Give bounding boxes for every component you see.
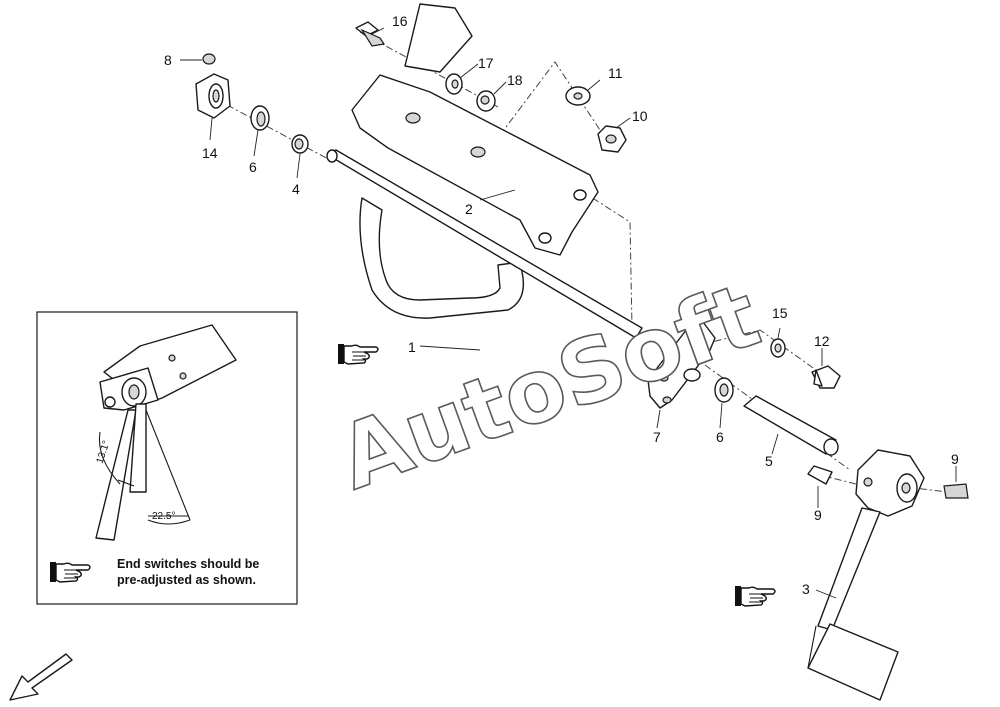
- part-pin-9-left: [807, 465, 833, 485]
- callout-6-left: 6: [249, 159, 257, 175]
- callout-8: 8: [164, 52, 172, 68]
- part-pedal-3: [807, 449, 925, 701]
- callout-10: 10: [632, 108, 648, 124]
- part-bushing-18: [476, 90, 496, 112]
- part-bushing-4: [291, 134, 309, 154]
- part-grease-nipple-8: [202, 53, 216, 65]
- part-pin-9-right: [943, 483, 969, 499]
- part-collar-14: [195, 73, 231, 119]
- callout-3: 3: [802, 581, 810, 597]
- part-plate-7: [647, 317, 716, 409]
- note-line-2: pre-adjusted as shown.: [117, 573, 256, 587]
- callout-4: 4: [292, 181, 300, 197]
- part-washer-6-right: [714, 377, 734, 403]
- callout-9-right: 9: [951, 451, 959, 467]
- callout-11: 11: [608, 65, 623, 81]
- part-bracket-2: [351, 3, 599, 319]
- angle-22-5-label: 22.5°: [152, 511, 175, 522]
- part-sleeve-5: [743, 395, 839, 456]
- part-washer-11: [565, 86, 591, 106]
- pointing-hand-icon: [734, 585, 776, 607]
- callout-16: 16: [392, 13, 408, 29]
- callout-1: 1: [408, 339, 416, 355]
- callout-6-right: 6: [716, 429, 724, 445]
- callout-9-left: 9: [814, 507, 822, 523]
- part-bolt-12: [811, 365, 841, 389]
- callout-numbers: 16 8 14 6 4 17 18 11 10 2 1 7 6 5 15 12 …: [164, 13, 959, 597]
- callout-2: 2: [465, 201, 473, 217]
- callout-15: 15: [772, 305, 788, 321]
- part-nut-10: [597, 125, 627, 153]
- part-washer-17: [445, 73, 463, 95]
- callout-18: 18: [507, 72, 523, 88]
- callout-leaders: [180, 27, 957, 599]
- callout-14: 14: [202, 145, 218, 161]
- callout-12: 12: [814, 333, 830, 349]
- part-washer-15: [770, 338, 786, 358]
- callout-17: 17: [478, 55, 494, 71]
- pointing-hand-icon: [337, 343, 379, 365]
- direction-arrow-icon: [9, 653, 73, 701]
- inset-adjustment-detail: 13.1° 22.5° End switches should be pre-a…: [36, 311, 298, 605]
- note-line-1: End switches should be: [117, 557, 259, 571]
- part-washer-6-left: [250, 105, 270, 131]
- callout-7: 7: [653, 429, 661, 445]
- part-bolt-16: [355, 21, 386, 47]
- callout-5: 5: [765, 453, 773, 469]
- part-shaft-1: [326, 149, 643, 339]
